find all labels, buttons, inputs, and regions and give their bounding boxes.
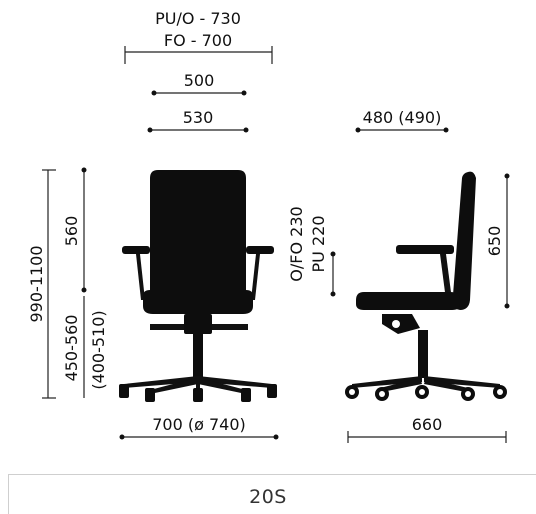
side-view-chair <box>345 171 507 401</box>
caption-frame <box>8 474 536 514</box>
dimension-side-height: 650 <box>485 173 510 309</box>
dimension-top-width: PU/O - 730 FO - 700 <box>124 9 273 64</box>
armrest-height-ofo-label: O/FO 230 <box>287 206 306 281</box>
dimension-side-depth: 660 <box>347 415 507 443</box>
dimension-armrest-height: O/FO 230 PU 220 <box>287 206 336 297</box>
top-width-pu-label: PU/O - 730 <box>155 9 241 28</box>
dimension-seat-height: 450-560 (400-510) <box>62 296 108 398</box>
seat-height-alt-label: (400-510) <box>89 310 108 389</box>
side-height-label: 650 <box>485 226 504 257</box>
model-caption: 20S <box>249 486 287 508</box>
seat-depth-label: 480 (490) <box>363 108 442 127</box>
seat-width-label: 500 <box>184 71 215 90</box>
armrest-height-pu-label: PU 220 <box>309 216 328 273</box>
seat-height-label: 450-560 <box>62 315 81 382</box>
dimension-back-height: 560 <box>62 167 87 293</box>
front-casters <box>119 384 277 402</box>
back-height-label: 560 <box>62 216 81 247</box>
side-casters <box>345 385 507 401</box>
side-depth-label: 660 <box>412 415 443 434</box>
top-width-fo-label: FO - 700 <box>164 31 232 50</box>
back-width-label: 530 <box>183 108 214 127</box>
total-height-label: 990-1100 <box>27 245 46 322</box>
base-diameter-label: 700 (ø 740) <box>152 415 246 434</box>
chair-dimension-drawing: PU/O - 730 FO - 700 500 530 480 (490) 99… <box>27 9 510 443</box>
front-view-chair <box>119 170 277 402</box>
dimension-base-diameter: 700 (ø 740) <box>119 415 279 440</box>
dimension-back-width: 530 <box>147 108 249 133</box>
dimension-seat-width: 500 <box>151 71 247 96</box>
dimension-total-height: 990-1100 <box>27 169 56 399</box>
dimension-seat-depth: 480 (490) <box>355 108 449 133</box>
